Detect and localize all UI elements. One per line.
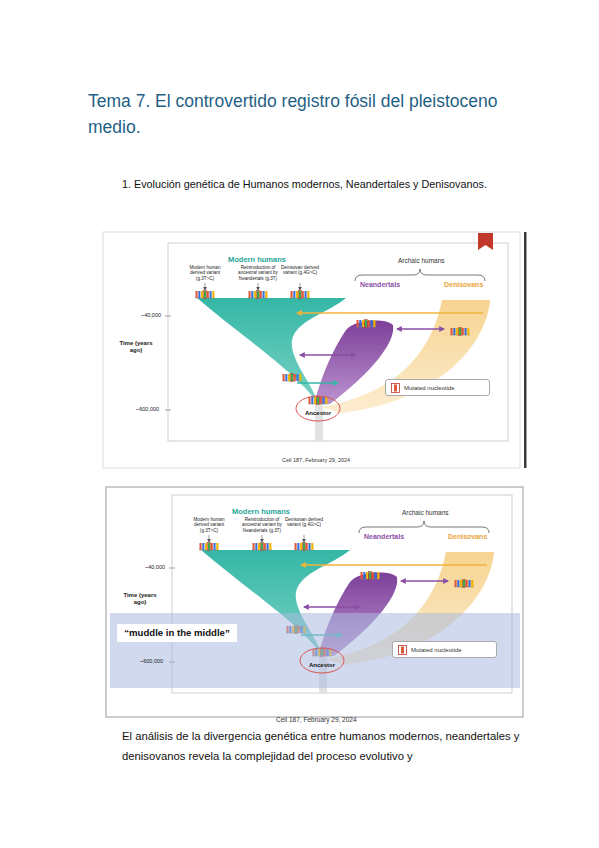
neandertal-lineage bbox=[314, 320, 393, 404]
dna-cluster bbox=[308, 396, 328, 404]
lineage-label: Denisovans bbox=[444, 281, 483, 289]
gene-flow-arrow bbox=[297, 382, 338, 384]
axis-tick-label: ~40,000 bbox=[141, 312, 161, 318]
node-outline bbox=[295, 395, 341, 422]
axis-tick-label: ~600,000 bbox=[136, 406, 159, 412]
annotation-text: Modern human derived variant (g.3T>C) bbox=[182, 265, 228, 281]
gene-flow-arrow bbox=[297, 312, 483, 314]
node-text: Ancestor bbox=[299, 662, 345, 668]
list-item: 1. Evolución genética de Humanos moderno… bbox=[122, 178, 487, 190]
figure-source: Cell 187, February 29, 2024 bbox=[276, 716, 357, 723]
legend-sample bbox=[391, 383, 400, 393]
axis-tick bbox=[165, 410, 171, 411]
legend-text: Mutated nucleotide bbox=[404, 385, 455, 391]
group-heading: Modern humans bbox=[232, 508, 290, 517]
axis-tick-label: ~40,000 bbox=[145, 564, 165, 570]
pointer-arrow bbox=[258, 283, 259, 290]
dna-cluster bbox=[195, 290, 215, 298]
group-brace bbox=[355, 269, 485, 281]
mutation-marker bbox=[399, 645, 407, 654]
axis-tick bbox=[165, 316, 171, 317]
pointer-arrow bbox=[300, 283, 301, 290]
legend-box: Mutated nucleotide bbox=[392, 641, 497, 658]
figure-frame bbox=[106, 487, 523, 717]
dna-cluster bbox=[450, 327, 470, 335]
phylogeny-art bbox=[165, 243, 508, 441]
nucleotide-bar bbox=[401, 646, 404, 653]
node-text: “muddle in the middle” bbox=[117, 627, 237, 638]
callout-box: “muddle in the middle” bbox=[117, 624, 237, 642]
lineage-label: Denisovans bbox=[448, 533, 487, 541]
node-outline bbox=[299, 647, 345, 674]
edge-bar bbox=[524, 232, 527, 468]
mutation-marker bbox=[392, 383, 400, 392]
dna-cluster bbox=[356, 319, 376, 327]
plot-frame bbox=[168, 243, 508, 441]
highlight-band bbox=[110, 613, 520, 688]
annotation-text: Denisovan derived variant (g.4G>C) bbox=[279, 265, 321, 276]
ancestor-node: Ancestor bbox=[299, 647, 345, 674]
dna-cluster bbox=[290, 290, 310, 298]
axis-title: Time (years ago) bbox=[122, 592, 158, 606]
lineage-label: Neandertals bbox=[364, 533, 404, 541]
ancestor-ring bbox=[300, 648, 344, 673]
page-title: Tema 7. El controvertido registro fósil … bbox=[88, 88, 538, 140]
axis-title: Time (years ago) bbox=[118, 340, 154, 354]
lineage-label: Neandertals bbox=[360, 281, 400, 289]
group-heading: Modern humans bbox=[228, 256, 286, 265]
annotation-text: Reintroduction of ancestral variant by N… bbox=[239, 517, 285, 533]
node-text: Ancestor bbox=[295, 410, 341, 416]
ancestor-stem bbox=[315, 404, 323, 441]
axis-tick-label: ~600,000 bbox=[140, 658, 163, 664]
bookmark-icon bbox=[478, 233, 493, 250]
figure-source: Cell 187, February 29, 2024 bbox=[282, 457, 350, 463]
callout-fill bbox=[117, 624, 237, 642]
ancestor-ring bbox=[296, 396, 340, 421]
gene-flow-arrow bbox=[397, 328, 444, 330]
dna-cluster bbox=[282, 373, 302, 381]
group-heading: Archaic humans bbox=[402, 509, 449, 516]
nucleotide-bar bbox=[394, 384, 397, 391]
body-text: El análisis de la divergencia genética e… bbox=[122, 726, 540, 766]
legend-text: Mutated nucleotide bbox=[411, 647, 462, 653]
ancestor-node: Ancestor bbox=[295, 395, 341, 422]
annotation-text: Denisovan derived variant (g.4G>C) bbox=[283, 517, 325, 528]
annotation-text: Reintroduction of ancestral variant by N… bbox=[235, 265, 281, 281]
legend-box: Mutated nucleotide bbox=[385, 379, 490, 396]
figure-frame bbox=[103, 232, 520, 468]
annotation-text: Modern human derived variant (g.3T>C) bbox=[186, 517, 232, 533]
dna-cluster bbox=[248, 290, 268, 298]
pointer-arrow bbox=[205, 283, 206, 290]
group-heading: Archaic humans bbox=[398, 257, 445, 264]
legend-sample bbox=[398, 645, 407, 655]
gene-flow-arrow bbox=[300, 354, 356, 356]
